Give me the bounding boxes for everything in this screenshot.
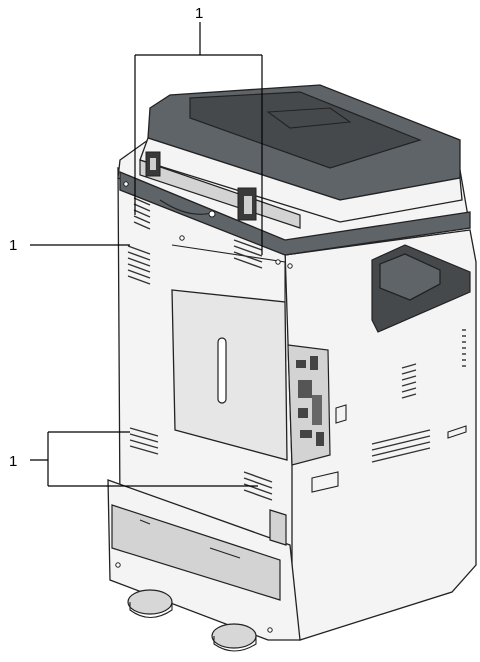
adf-input-tray bbox=[189, 91, 422, 169]
output-tray-paper bbox=[379, 253, 441, 301]
callout-label-top: 1 bbox=[195, 5, 203, 22]
side-slot bbox=[447, 425, 467, 439]
adf-hinge-right bbox=[237, 187, 257, 221]
callout-label-left: 1 bbox=[9, 237, 17, 254]
adf-tray-guide bbox=[266, 107, 352, 129]
interface-ports bbox=[296, 356, 324, 446]
side-vent-edge bbox=[462, 329, 466, 367]
rear-cover bbox=[171, 289, 288, 461]
paper-bank-slot bbox=[139, 519, 241, 559]
rear-cover-upper-edge bbox=[171, 244, 286, 302]
side-vent-upper bbox=[401, 363, 417, 399]
callout-label-bottom: 1 bbox=[9, 453, 17, 470]
printer-illustration bbox=[107, 84, 477, 652]
side-handle bbox=[311, 471, 339, 493]
side-vent-lower bbox=[371, 429, 431, 463]
rear-vent-left bbox=[127, 245, 151, 285]
callout-bottom bbox=[30, 431, 258, 487]
screw bbox=[267, 627, 273, 633]
screw bbox=[123, 181, 129, 187]
rear-vent-top-left bbox=[133, 197, 151, 230]
screw bbox=[287, 263, 293, 269]
caster-front bbox=[127, 589, 173, 619]
screw bbox=[275, 259, 281, 265]
paper-bank-front-strip bbox=[111, 504, 281, 601]
cable-clip bbox=[208, 210, 216, 218]
rear-vent-bottom-left bbox=[129, 427, 159, 455]
rear-cover-handle bbox=[217, 337, 227, 404]
callout-top bbox=[134, 22, 263, 255]
rear-vent-top-right bbox=[233, 239, 263, 269]
scanner-top-strip bbox=[119, 171, 471, 256]
rear-bracket bbox=[269, 509, 287, 546]
adf-hinge-left bbox=[145, 151, 161, 177]
caster-rear bbox=[211, 623, 257, 652]
screw bbox=[179, 235, 185, 241]
interface-panel bbox=[287, 344, 331, 466]
side-latch bbox=[335, 404, 347, 424]
screw bbox=[115, 562, 121, 568]
